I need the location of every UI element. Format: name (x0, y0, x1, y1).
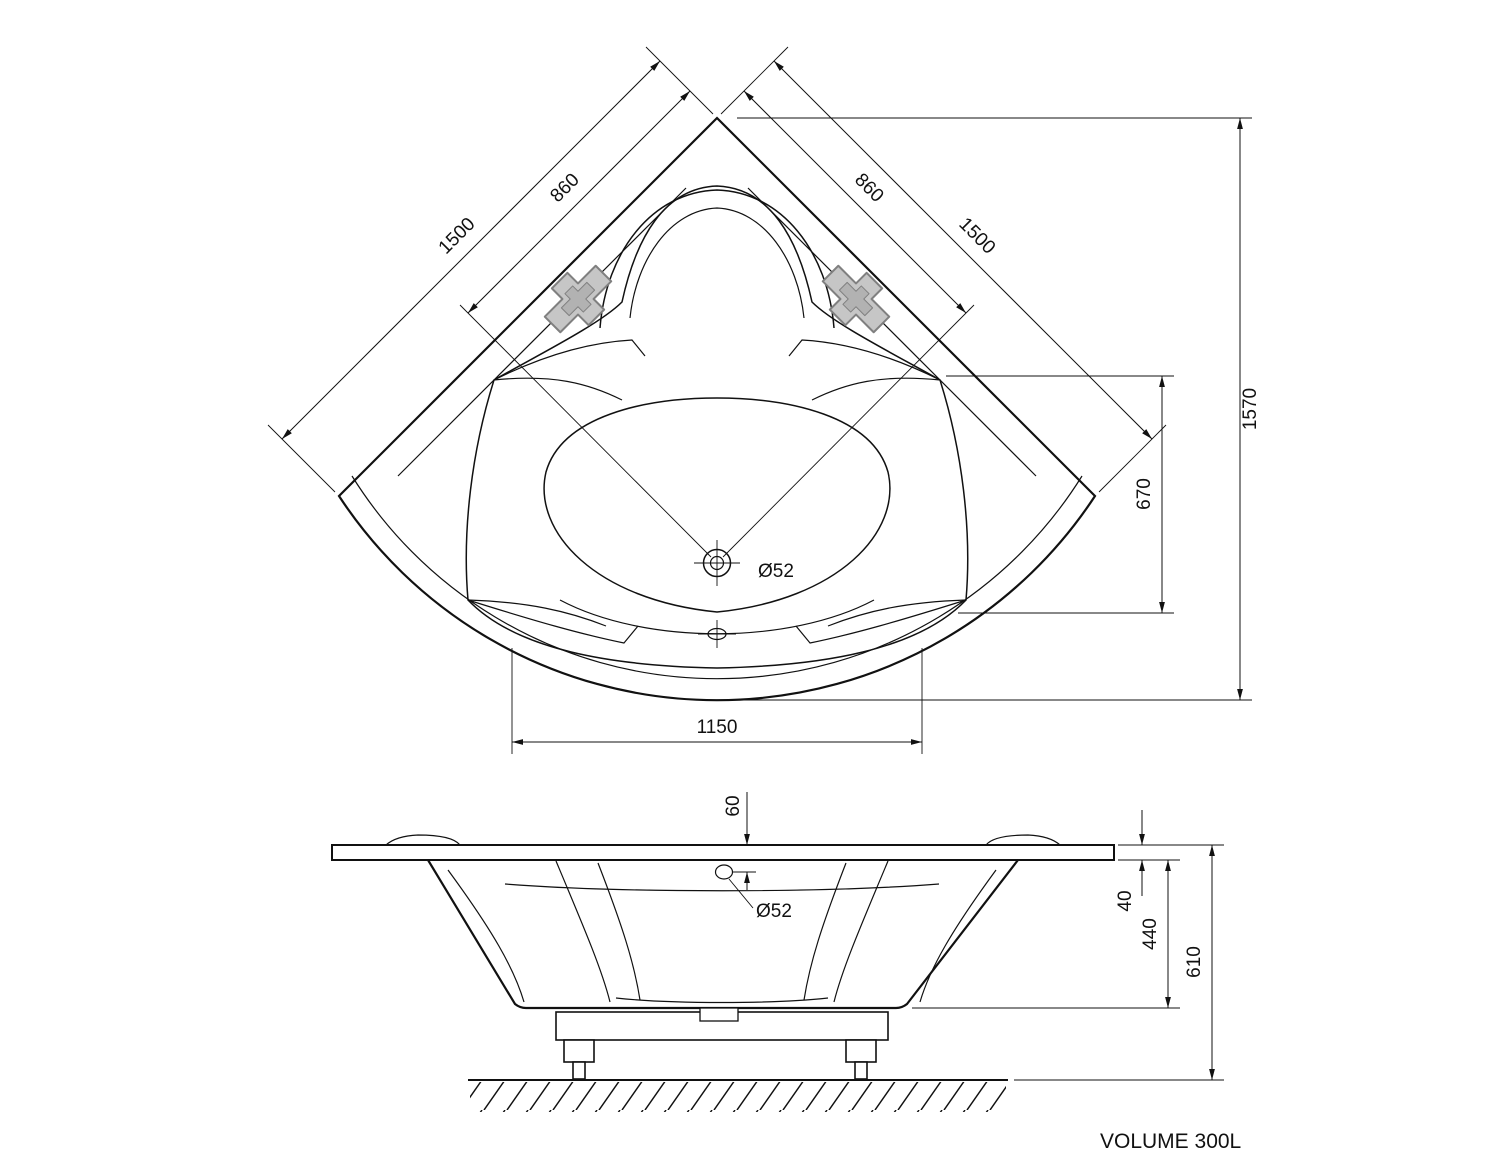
armrest-contours (467, 339, 967, 644)
dim-total-height-label: 610 (1184, 946, 1205, 978)
headrest-left (543, 264, 613, 334)
support-frame (555, 1007, 889, 1080)
dim-body-height-label: 440 (1140, 918, 1161, 950)
dim-inner-right-label: 860 (850, 169, 887, 206)
dim-drain-side-label: Ø52 (756, 901, 792, 922)
side-rim (331, 844, 1115, 861)
overflow-fitting (698, 620, 736, 648)
side-body (427, 859, 1019, 1010)
basin-region (465, 185, 969, 669)
top-view: 1500 860 860 1500 1570 670 (267, 46, 1261, 754)
rim-inset-contours (351, 187, 1083, 680)
ground (468, 1079, 1008, 1112)
dim-front-width-label: 1150 (697, 717, 738, 738)
side-interior-contours (447, 860, 997, 1004)
dim-overall-depth-label: 1570 (1240, 388, 1261, 430)
side-view-dimensions: 60 Ø52 40 440 610 (723, 792, 1224, 1081)
volume-label: VOLUME 300L (1100, 1130, 1241, 1153)
headrest-right (821, 264, 891, 334)
side-drain-symbol (714, 864, 734, 880)
tub-outer-shell (337, 116, 1097, 702)
dim-drain-offset-label: 60 (723, 795, 744, 816)
dim-drain-top-label: Ø52 (758, 561, 794, 582)
dim-edge-right-label: 1500 (955, 214, 1000, 259)
drain-symbol (694, 540, 740, 586)
dim-basin-depth-label: 670 (1134, 478, 1155, 510)
dim-edge-left-label: 1500 (435, 214, 480, 259)
side-view: 60 Ø52 40 440 610 (331, 792, 1224, 1112)
side-headrest-bumps (384, 834, 1062, 846)
dim-inner-left-label: 860 (546, 169, 583, 206)
dim-rim-height-label: 40 (1115, 890, 1136, 911)
